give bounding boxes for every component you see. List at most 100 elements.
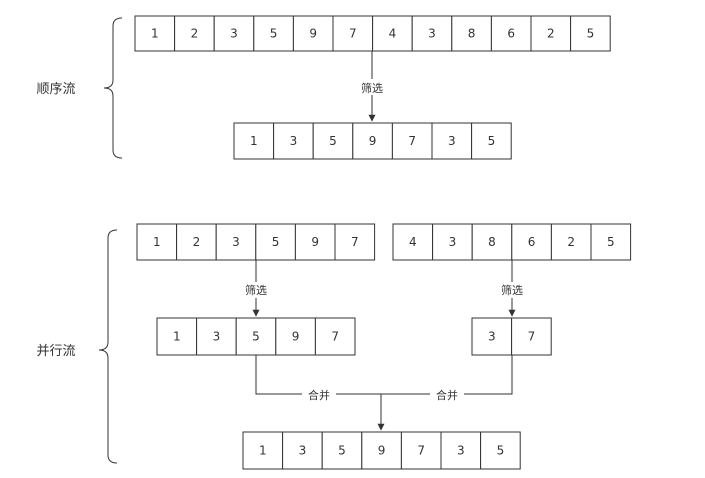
array-cell-value: 3 <box>448 134 456 148</box>
array-cell: 3 <box>411 15 453 52</box>
array-cell: 8 <box>451 15 492 52</box>
array-cell-box <box>411 15 453 52</box>
array-cell-box <box>480 431 521 470</box>
array-cell: 9 <box>361 431 402 470</box>
array-cell: 4 <box>372 15 413 52</box>
array-cell-value: 1 <box>153 235 161 249</box>
array-cell: 5 <box>570 15 611 52</box>
array-cell-value: 2 <box>567 235 575 249</box>
array-cell: 3 <box>282 431 323 470</box>
array-cell-box <box>511 317 552 356</box>
array-cell-value: 3 <box>428 27 436 41</box>
array-cell-value: 9 <box>378 444 386 458</box>
array-cell: 7 <box>334 223 376 261</box>
array-cell-box <box>511 223 552 261</box>
array-cell-value: 7 <box>417 444 425 458</box>
array-cell: 1 <box>233 122 275 160</box>
array-cell-box <box>273 122 314 160</box>
array-cell: 9 <box>294 223 336 261</box>
parallel-label: 并行流 <box>36 344 75 359</box>
array-cell-value: 6 <box>528 235 536 249</box>
parallel-right-filter-label: 筛选 <box>501 283 523 297</box>
array-cell: 3 <box>213 15 255 52</box>
array-cell-value: 8 <box>488 235 496 249</box>
array-cell-box <box>392 223 434 261</box>
array-cell: 7 <box>314 317 356 356</box>
array-cell-box <box>156 317 198 356</box>
array-cell-box <box>471 317 513 356</box>
array-cell-value: 9 <box>292 330 300 344</box>
parallel-left-filter-label: 筛选 <box>245 283 267 297</box>
array-cell-box <box>471 122 512 160</box>
array-cell-box <box>136 223 178 261</box>
array-cell: 5 <box>255 223 296 261</box>
array-cell-box <box>334 223 376 261</box>
array-cell-box <box>213 15 255 52</box>
array-cell: 2 <box>550 223 592 261</box>
merge-connector-left <box>255 355 381 395</box>
array-cell: 2 <box>174 15 215 52</box>
array-cell-value: 9 <box>311 235 319 249</box>
array-cell-value: 7 <box>331 330 339 344</box>
array-cell-box <box>314 317 356 356</box>
array-cell-value: 3 <box>488 330 496 344</box>
array-cell: 3 <box>440 431 482 470</box>
array-cell-value: 7 <box>408 134 416 148</box>
array-cell-box <box>400 431 442 470</box>
array-cell-box <box>275 317 316 356</box>
array-cell-box <box>432 223 473 261</box>
parallel-right-source-row: 4 3 8 6 2 5 <box>392 223 632 261</box>
array-cell: 3 <box>273 122 314 160</box>
array-cell: 1 <box>242 431 284 470</box>
array-cell-box <box>292 15 334 52</box>
array-cell: 5 <box>471 122 512 160</box>
array-cell-value: 5 <box>270 27 278 41</box>
array-cell-value: 1 <box>173 330 181 344</box>
array-cell-value: 3 <box>449 235 457 249</box>
array-cell: 7 <box>391 122 433 160</box>
array-cell-value: 7 <box>351 235 359 249</box>
array-cell: 3 <box>196 317 237 356</box>
array-cell: 6 <box>511 223 552 261</box>
array-cell-value: 5 <box>607 235 615 249</box>
array-cell-value: 7 <box>528 330 536 344</box>
array-cell-value: 4 <box>409 235 417 249</box>
array-cell: 1 <box>136 223 178 261</box>
array-cell: 9 <box>275 317 316 356</box>
merge-connector-right <box>381 355 513 395</box>
array-cell-box <box>176 223 217 261</box>
sequential-filter-label-bg <box>356 79 388 95</box>
array-cell-value: 2 <box>547 27 555 41</box>
array-cell: 7 <box>332 15 374 52</box>
array-cell: 5 <box>590 223 632 261</box>
array-cell-value: 9 <box>369 134 377 148</box>
array-cell-box <box>332 15 374 52</box>
array-cell-box <box>550 223 592 261</box>
array-cell: 3 <box>215 223 257 261</box>
merge-label-left-bg <box>302 387 336 402</box>
array-cell-box <box>590 223 632 261</box>
array-cell: 5 <box>312 122 354 160</box>
array-cell-value: 5 <box>497 444 505 458</box>
array-cell: 5 <box>480 431 521 470</box>
array-cell-value: 3 <box>230 27 238 41</box>
array-cell: 8 <box>471 223 513 261</box>
array-cell-box <box>294 223 336 261</box>
array-cell: 2 <box>530 15 572 52</box>
array-cell-value: 2 <box>191 27 199 41</box>
array-cell-value: 6 <box>507 27 515 41</box>
array-cell: 6 <box>490 15 532 52</box>
array-cell-box <box>134 15 176 52</box>
array-cell-value: 5 <box>329 134 337 148</box>
array-cell-value: 4 <box>389 27 397 41</box>
array-cell: 5 <box>235 317 277 356</box>
array-cell-value: 9 <box>309 27 317 41</box>
array-cell: 3 <box>471 317 513 356</box>
